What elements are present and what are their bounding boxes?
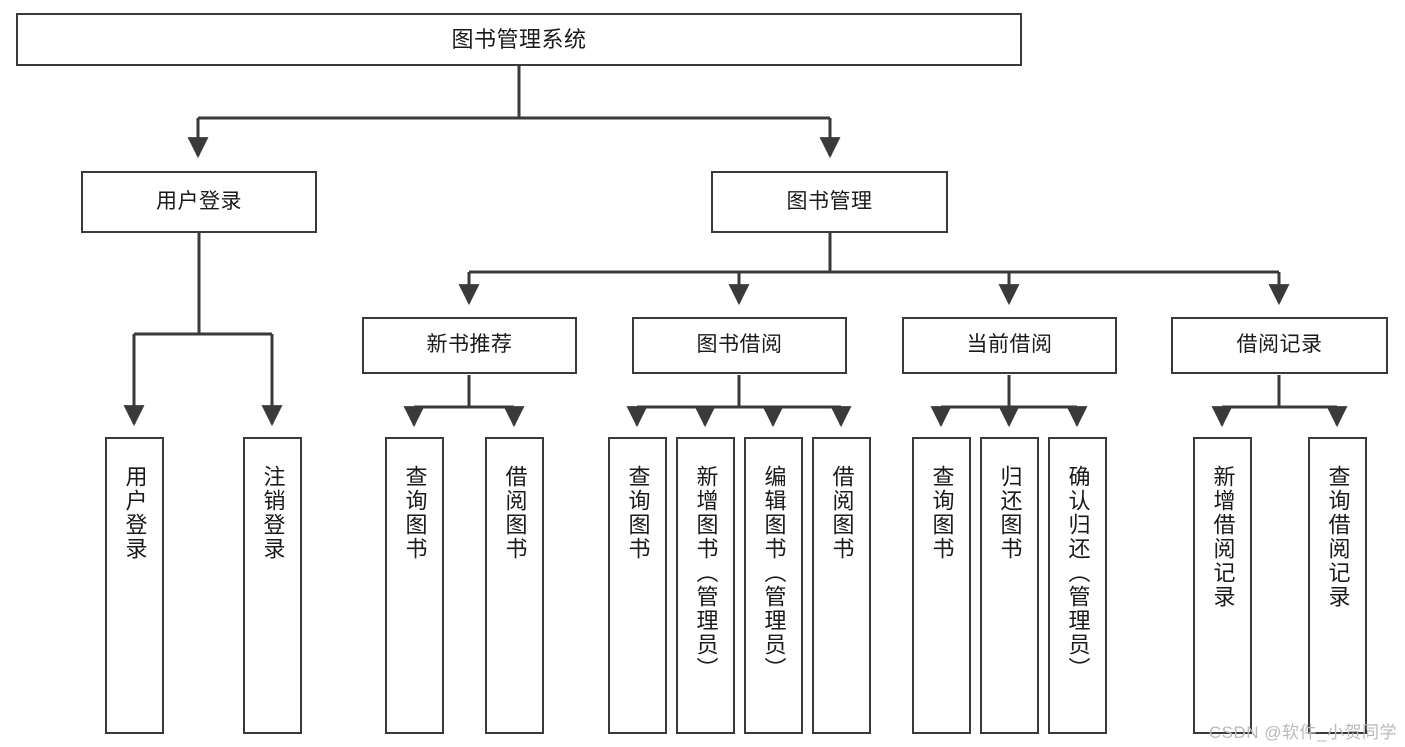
node-label: 编辑图书（管理员） — [761, 465, 787, 681]
node-label: 借阅图书 — [829, 465, 855, 561]
node-new-book-recommend[interactable]: 新书推荐 — [362, 317, 577, 374]
node-label: 新增图书（管理员） — [693, 465, 719, 681]
node-leaf-query-book-recommend[interactable]: 查询图书 — [385, 437, 444, 734]
node-leaf-user-logout[interactable]: 注销登录 — [243, 437, 302, 734]
node-label: 图书借阅 — [696, 333, 783, 357]
node-book-management[interactable]: 图书管理 — [711, 171, 948, 233]
node-label: 用户登录 — [156, 189, 242, 213]
node-label: 用户登录 — [122, 465, 148, 561]
watermark-text: CSDN @软件_小贺同学 — [1208, 723, 1397, 742]
node-label: 归还图书 — [997, 465, 1023, 561]
node-leaf-borrow-book-recommend[interactable]: 借阅图书 — [485, 437, 544, 734]
node-user-login[interactable]: 用户登录 — [81, 171, 317, 233]
node-leaf-return-book[interactable]: 归还图书 — [980, 437, 1039, 734]
node-label: 当前借阅 — [966, 333, 1053, 357]
node-leaf-query-book-borrow[interactable]: 查询图书 — [608, 437, 667, 734]
node-label: 查询图书 — [402, 465, 428, 561]
node-leaf-edit-book-admin[interactable]: 编辑图书（管理员） — [744, 437, 803, 734]
node-label: 图书管理系统 — [451, 26, 587, 52]
node-label: 查询图书 — [929, 465, 955, 561]
node-label: 新书推荐 — [426, 333, 513, 357]
node-leaf-borrow-book[interactable]: 借阅图书 — [812, 437, 871, 734]
node-root-book-management-system[interactable]: 图书管理系统 — [16, 13, 1022, 66]
node-leaf-user-login[interactable]: 用户登录 — [105, 437, 164, 734]
node-book-borrow[interactable]: 图书借阅 — [632, 317, 847, 374]
node-label: 图书管理 — [786, 189, 873, 213]
node-label: 注销登录 — [260, 465, 286, 561]
node-leaf-query-book-current[interactable]: 查询图书 — [912, 437, 971, 734]
node-label: 确认归还（管理员） — [1065, 465, 1091, 681]
node-leaf-confirm-return-admin[interactable]: 确认归还（管理员） — [1048, 437, 1107, 734]
node-leaf-query-borrow-record[interactable]: 查询借阅记录 — [1308, 437, 1367, 734]
node-leaf-add-book-admin[interactable]: 新增图书（管理员） — [676, 437, 735, 734]
node-label: 新增借阅记录 — [1210, 465, 1236, 609]
node-current-borrow[interactable]: 当前借阅 — [902, 317, 1117, 374]
node-label: 查询借阅记录 — [1325, 465, 1351, 609]
node-label: 查询图书 — [625, 465, 651, 561]
node-leaf-add-borrow-record[interactable]: 新增借阅记录 — [1193, 437, 1252, 734]
node-label: 借阅图书 — [502, 465, 528, 561]
node-borrow-record[interactable]: 借阅记录 — [1171, 317, 1388, 374]
node-label: 借阅记录 — [1236, 333, 1323, 357]
